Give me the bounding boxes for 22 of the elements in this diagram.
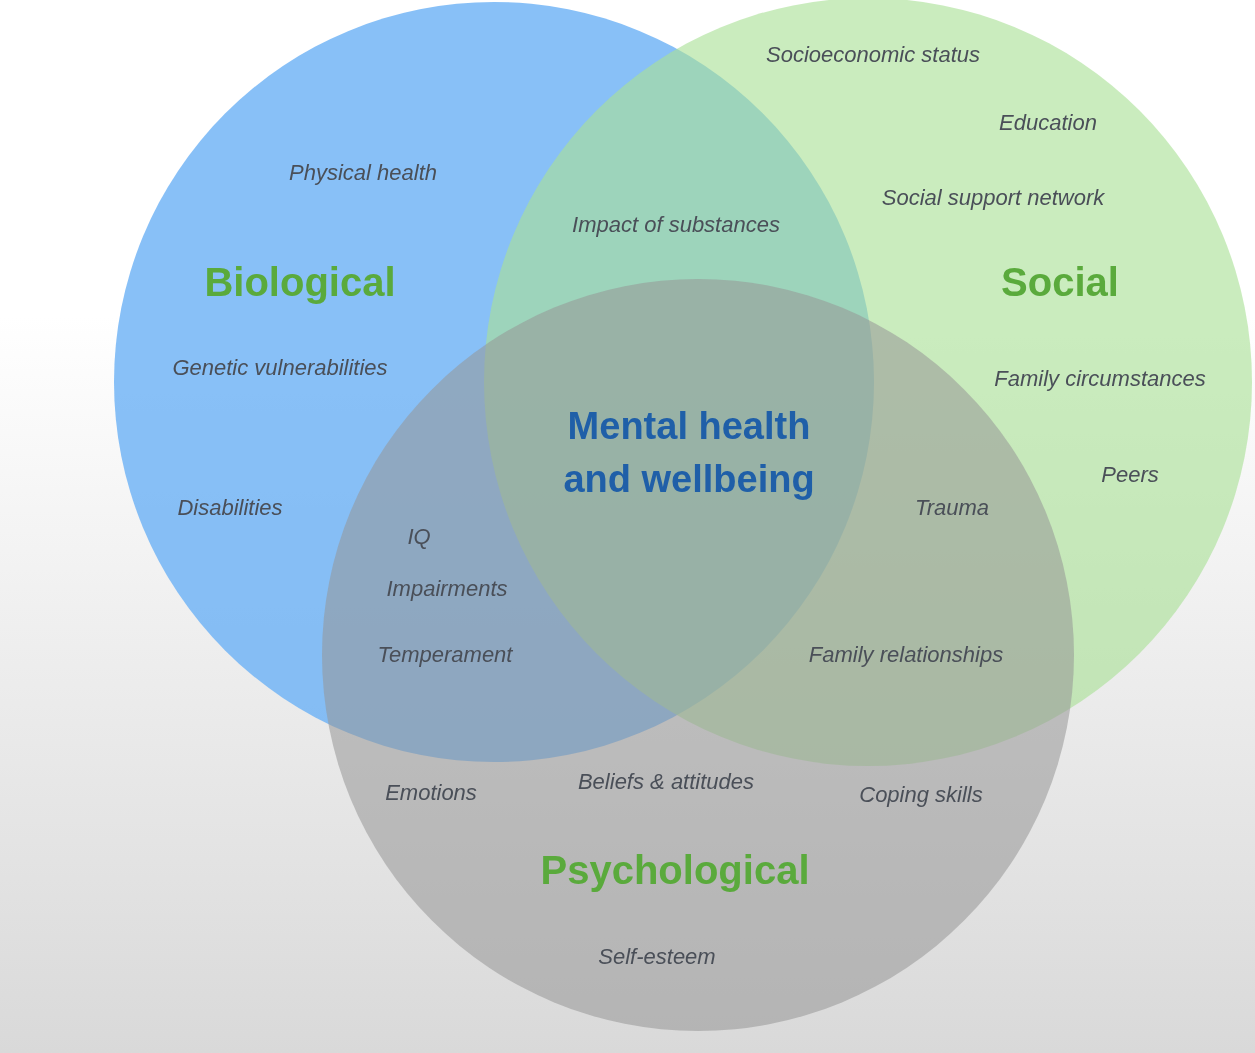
factor-label: Emotions — [385, 780, 477, 806]
factor-label: Trauma — [914, 495, 990, 521]
factor-label: IQ — [407, 524, 431, 550]
center-title: Mental health and wellbeing — [562, 403, 816, 502]
category-heading: Social — [1001, 259, 1119, 305]
factor-label: Family circumstances — [994, 366, 1206, 392]
factor-label: Disabilities — [177, 495, 283, 521]
factor-label: Coping skills — [859, 782, 983, 808]
factor-label: Physical health — [289, 160, 437, 186]
factor-label: Peers — [1101, 462, 1159, 488]
category-heading: Biological — [204, 259, 396, 305]
factor-label: Temperament — [377, 642, 513, 668]
factor-label: Self-esteem — [598, 944, 716, 970]
factor-label: Impairments — [386, 576, 508, 602]
factor-label: Education — [999, 110, 1097, 136]
category-heading: Psychological — [540, 847, 810, 893]
factor-label: Social support network — [881, 185, 1105, 211]
factor-label: Beliefs & attitudes — [577, 769, 755, 795]
factor-label: Family relationships — [808, 642, 1004, 668]
factor-label: Genetic vulnerabilities — [172, 355, 388, 381]
factor-label: Impact of substances — [572, 212, 780, 238]
factor-label: Socioeconomic status — [766, 42, 980, 68]
